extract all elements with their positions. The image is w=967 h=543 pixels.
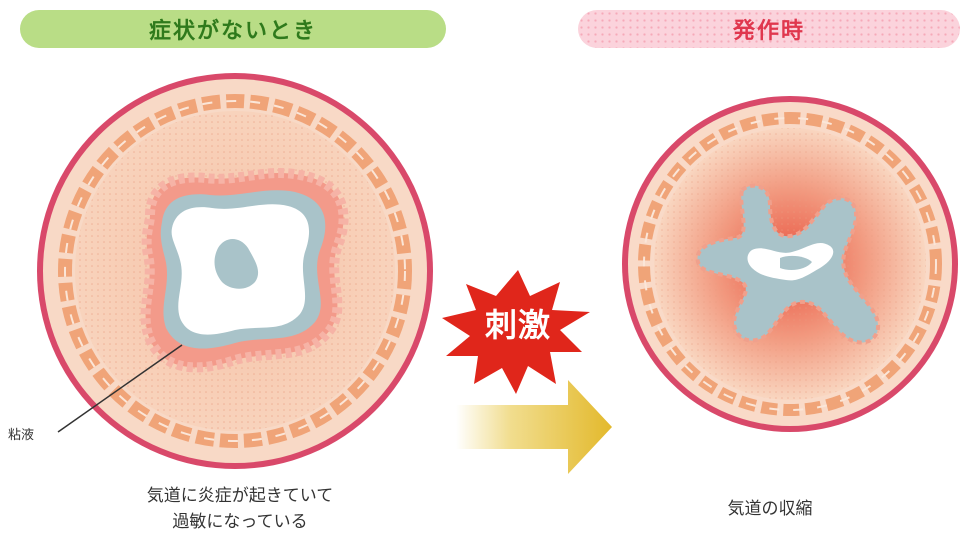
airway-attack <box>622 96 958 432</box>
mucus-label: 粘液 <box>8 424 34 443</box>
caption-no-symptoms-line2: 過敏になっている <box>70 509 410 535</box>
caption-no-symptoms: 気道に炎症が起きていて 過敏になっている <box>70 483 410 535</box>
stimulus-label: 刺激 <box>458 300 578 346</box>
right-arrow-icon <box>456 380 612 474</box>
caption-attack: 気道の収縮 <box>640 496 900 522</box>
airway-normal <box>37 73 433 469</box>
caption-no-symptoms-line1: 気道に炎症が起きていて <box>70 483 410 509</box>
